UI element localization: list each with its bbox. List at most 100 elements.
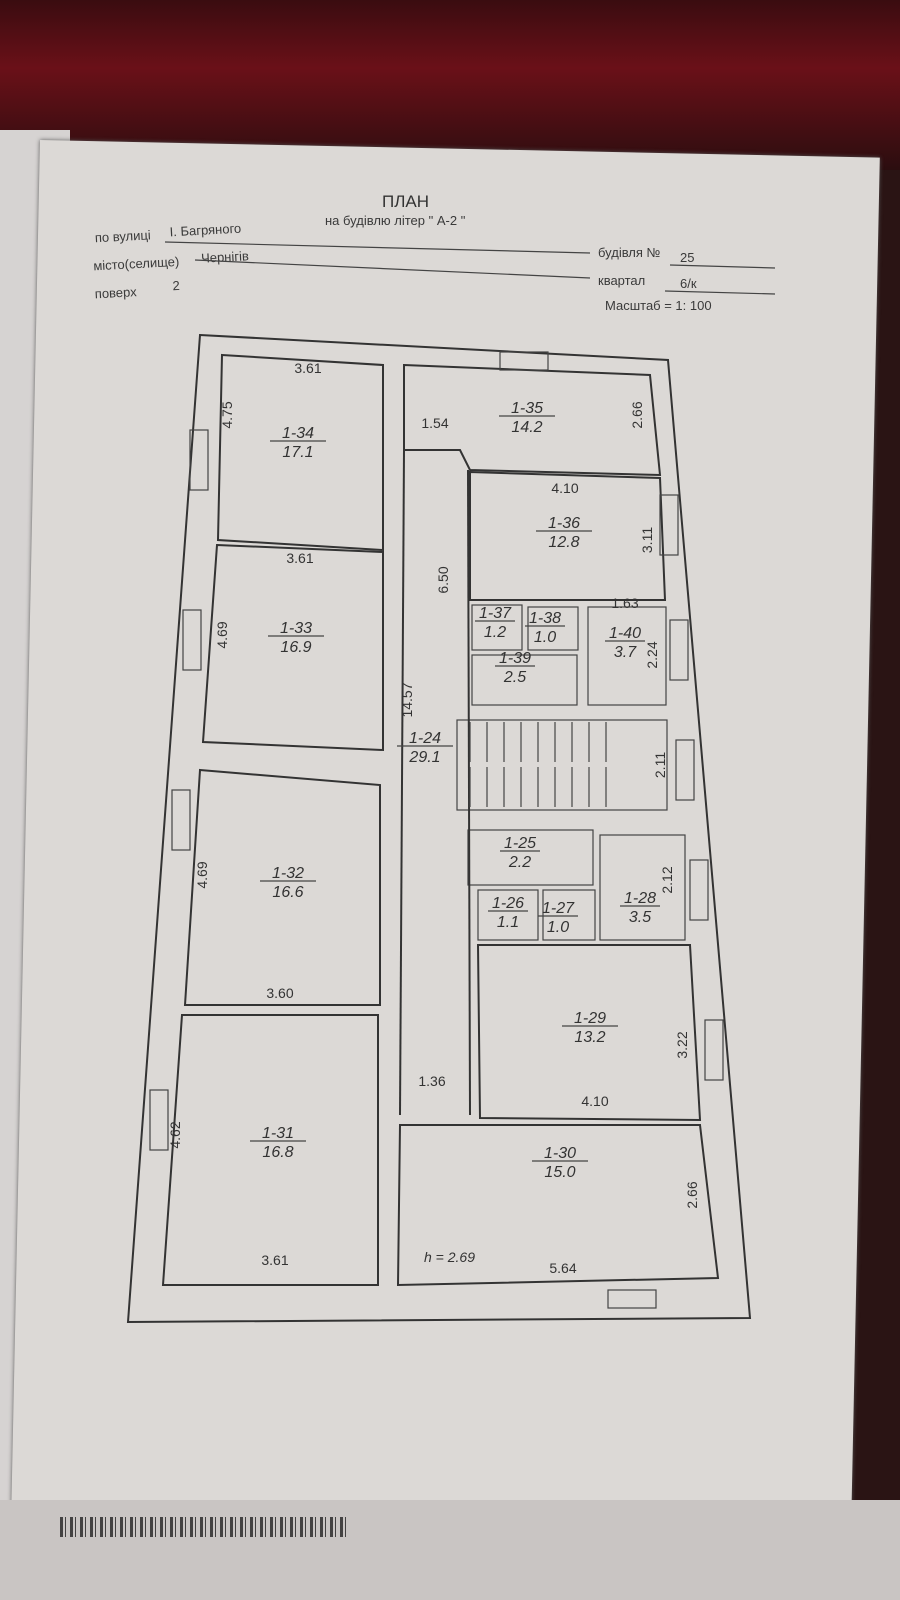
room-area: 3.5: [629, 909, 651, 926]
dimension-label: 1.54: [421, 415, 448, 431]
dimension-label: 1.63: [611, 595, 638, 611]
window: [675, 739, 695, 801]
dimension-label: 4.10: [581, 1093, 608, 1109]
room-number: 1-27: [542, 900, 575, 917]
windows: [149, 351, 724, 1309]
room-1-38: 1-38 1.0: [525, 610, 565, 646]
window: [669, 619, 689, 681]
room-area: 1.1: [497, 914, 519, 931]
plan-title: ПЛАН: [382, 192, 429, 211]
room-area: 15.0: [544, 1164, 575, 1181]
ceiling-height: h = 2.69: [424, 1249, 475, 1265]
room-number: 1-37: [479, 605, 512, 622]
room-number: 1-30: [544, 1145, 576, 1162]
room-area: 17.1: [282, 444, 313, 461]
stairs: [469, 722, 607, 807]
room-number: 1-35: [511, 400, 543, 417]
room-1-39: 1-39 2.5: [495, 650, 535, 686]
room-1-28: 1-28 3.5: [620, 890, 660, 926]
window: [171, 789, 191, 851]
room-1-32: 1-32 16.6: [260, 865, 316, 901]
room-number: 1-36: [548, 515, 580, 532]
room-area: 2.5: [503, 669, 526, 686]
window: [182, 609, 202, 671]
room-area: 12.8: [548, 534, 579, 551]
room-1-40: 1-403.7: [605, 625, 645, 661]
window: [689, 859, 709, 921]
dimension-label: 5.64: [549, 1260, 576, 1276]
room-number: 1-34: [282, 425, 314, 442]
room-area: 16.8: [262, 1144, 293, 1161]
room-1-33: 1-33 16.9: [268, 620, 324, 656]
window: [499, 351, 549, 371]
dimension-label: 4.10: [551, 480, 578, 496]
window: [607, 1289, 657, 1309]
folder-bottom: [0, 1500, 900, 1600]
room-1-36: 1-36 12.8: [536, 515, 592, 551]
room-1-31: 1-31 16.8: [250, 1125, 306, 1161]
window: [189, 429, 209, 491]
floor-label: поверх: [94, 284, 137, 301]
city-label: місто(селище): [93, 254, 180, 273]
dimension-label: 4.62: [167, 1121, 183, 1148]
room-area: 1.0: [547, 919, 569, 936]
room-number: 1-25: [504, 835, 536, 852]
dimension-label: 3.61: [286, 550, 313, 566]
room-number: 1-31: [262, 1125, 294, 1142]
dimension-label: 4.69: [214, 621, 230, 648]
room-area: 2.2: [508, 854, 531, 871]
dimension-label: 2.66: [684, 1181, 700, 1208]
room-area: 29.1: [408, 749, 440, 766]
room-1-30: 1-30 15.0: [532, 1145, 588, 1181]
plan-subtitle: на будівлю літер " А-2 ": [325, 213, 466, 228]
room-area: 1.0: [534, 629, 556, 646]
building-value: 25: [680, 250, 694, 265]
walls: [126, 333, 752, 1324]
floor-value: 2: [172, 278, 180, 293]
window: [149, 1089, 169, 1151]
room-number: 1-39: [499, 650, 531, 667]
room-1-35: 1-35 14.2: [499, 400, 555, 436]
room-area: 16.9: [280, 639, 311, 656]
window: [659, 494, 679, 556]
room-number: 1-38: [529, 610, 561, 627]
dimension-label: 2.24: [644, 641, 660, 668]
dimension-label: 3.61: [294, 360, 321, 376]
block-label: квартал: [598, 273, 645, 288]
dimension-label: 1.36: [418, 1073, 445, 1089]
dimension-label: 2.12: [659, 866, 675, 893]
room-number: 1-24: [409, 730, 441, 747]
dimension-label: 3.22: [674, 1031, 690, 1058]
barcode: [60, 1517, 350, 1537]
scale-label: Масштаб = 1: 100: [605, 298, 712, 313]
dimension-label: 3.61: [261, 1252, 288, 1268]
dimension-label: 2.66: [629, 401, 645, 428]
dimension-label: 4.69: [194, 861, 210, 888]
room-1-24: 1-24 29.1: [397, 730, 453, 766]
dimension-label: 3.11: [639, 527, 655, 553]
dimension-label: 14.57: [399, 682, 415, 717]
room-1-25: 1-25 2.2: [500, 835, 540, 871]
room-1-34: 1-34 17.1: [270, 425, 326, 461]
street-label: по вулиці: [94, 227, 151, 245]
room-area: 16.6: [272, 884, 303, 901]
room-area: 14.2: [511, 419, 542, 436]
room-area: 3.7: [614, 644, 637, 661]
room-number: 1-33: [280, 620, 312, 637]
street-value: І. Багряного: [169, 221, 241, 240]
room-area: 1.2: [484, 624, 506, 641]
room-1-26: 1-26 1.1: [488, 895, 528, 931]
room-number: 1-26: [492, 895, 524, 912]
room-1-27: 1-27 1.0: [538, 900, 578, 936]
building-label: будівля №: [598, 245, 661, 260]
room-number: 1-29: [574, 1010, 606, 1027]
room-number: 1-32: [272, 865, 304, 882]
dimension-label: 6.50: [435, 566, 451, 593]
room-1-37: 1-37 1.2: [475, 605, 515, 641]
block-value: 6/к: [680, 276, 697, 291]
room-number: 1-28: [624, 890, 656, 907]
dimension-label: 2.11: [652, 752, 668, 778]
city-value: Чернігів: [201, 248, 250, 265]
